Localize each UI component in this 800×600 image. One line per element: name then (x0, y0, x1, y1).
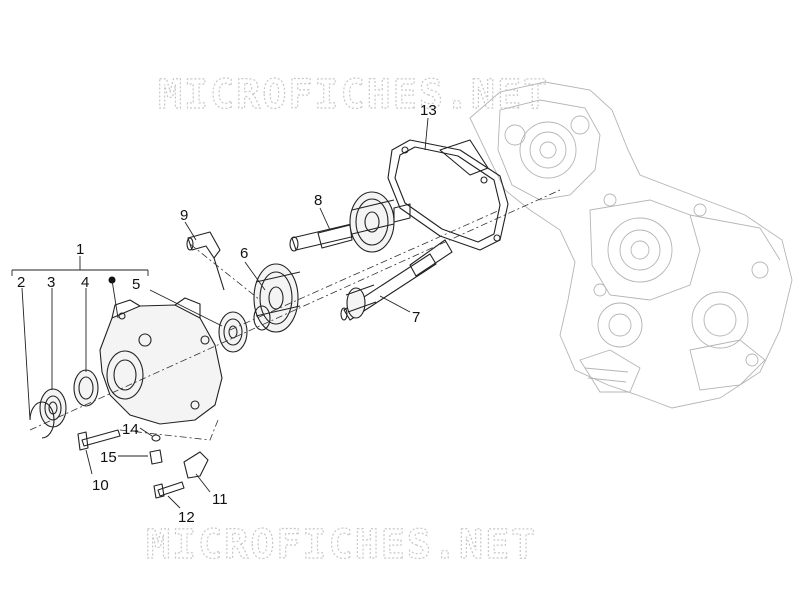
callout-5: 5 (132, 276, 140, 293)
pinion-shaft-part-7 (340, 239, 453, 321)
bearing-part-3 (39, 388, 67, 428)
bearing-part-5 (218, 311, 248, 353)
callout-13: 13 (420, 102, 437, 119)
screw-part-10 (77, 429, 121, 451)
callout-2: 2 (17, 274, 25, 291)
callout-7: 7 (412, 309, 420, 326)
callout-1: 1 (76, 241, 84, 258)
oil-seal-part-4 (73, 369, 99, 407)
callout-6: 6 (240, 245, 248, 262)
watermark-bottom: MICROFICHES.NET (146, 522, 537, 568)
callout-4: 4 (81, 274, 89, 291)
callout-11: 11 (212, 491, 228, 508)
callout-12: 12 (178, 509, 195, 526)
assembly-axis-lines (29, 189, 561, 441)
callout-8: 8 (314, 192, 322, 209)
callout-10: 10 (92, 477, 109, 494)
watermark-top: MICROFICHES.NET (158, 72, 549, 118)
plug-part-15 (149, 449, 163, 465)
breather-hose-part-9 (186, 231, 225, 291)
clamp-part-11 (183, 451, 209, 479)
gear-part-6 (253, 263, 301, 333)
callout-leader-lines (11, 117, 429, 509)
callout-3: 3 (47, 274, 55, 291)
screw-part-12 (153, 481, 185, 499)
circlip-part-2 (29, 401, 55, 439)
washer-part-14 (151, 434, 161, 442)
callout-labels: 1 2 3 4 5 6 7 8 9 10 11 12 13 14 15 (17, 102, 437, 526)
callout-15: 15 (100, 449, 117, 466)
transmission-cover-housing (99, 297, 223, 425)
gasket-part-13 (387, 139, 509, 251)
callout-9: 9 (180, 207, 188, 224)
callout-14: 14 (122, 421, 139, 438)
engine-crankcase-outline (469, 81, 793, 409)
gear-shaft-part-8 (289, 191, 411, 253)
